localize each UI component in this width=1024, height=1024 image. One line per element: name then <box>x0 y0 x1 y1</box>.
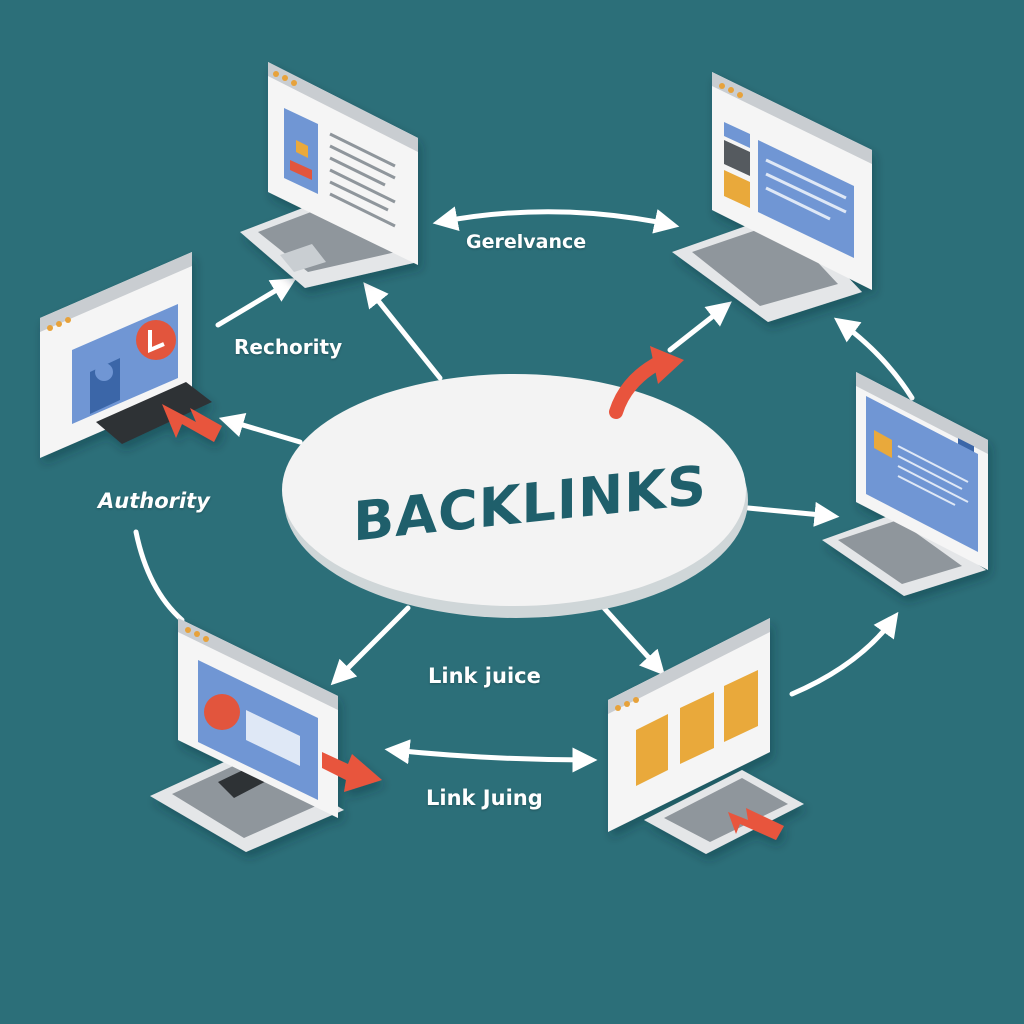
label-rechority: Rechority <box>234 335 343 359</box>
laptop-bottom-right <box>608 618 804 854</box>
arrow-to-top-right <box>667 301 732 353</box>
laptop-bottom-left <box>150 618 382 852</box>
arrow-hub-to-right <box>745 501 840 527</box>
connector-arrows <box>133 206 915 773</box>
arrow-hub-to-bottom-right <box>601 605 666 676</box>
arrow-top-pair <box>432 206 680 234</box>
label-link-juing: Link Juing <box>426 786 543 810</box>
arrow-hub-to-top-left <box>363 282 443 381</box>
arrow-hub-to-left <box>218 413 303 445</box>
label-gerelvance: Gerelvance <box>466 231 587 253</box>
laptop-right <box>822 372 988 596</box>
label-link-juice: Link juice <box>428 664 541 688</box>
arrow-bottom-right-to-right <box>789 611 899 697</box>
arrow-bottom-pair <box>384 739 598 773</box>
arrow-right-to-top-right <box>833 317 915 401</box>
label-authority: Authority <box>98 489 210 513</box>
laptop-top-left <box>240 62 418 288</box>
laptop-left <box>40 252 222 458</box>
accent-arrow-hub <box>609 346 684 419</box>
arrow-authority-to-bottom-left <box>133 529 185 623</box>
arrow-rechority-to-top-left <box>215 278 297 328</box>
laptop-top-right <box>672 72 872 322</box>
backlinks-hub <box>282 374 748 618</box>
arrow-hub-to-bottom-left <box>330 605 411 686</box>
